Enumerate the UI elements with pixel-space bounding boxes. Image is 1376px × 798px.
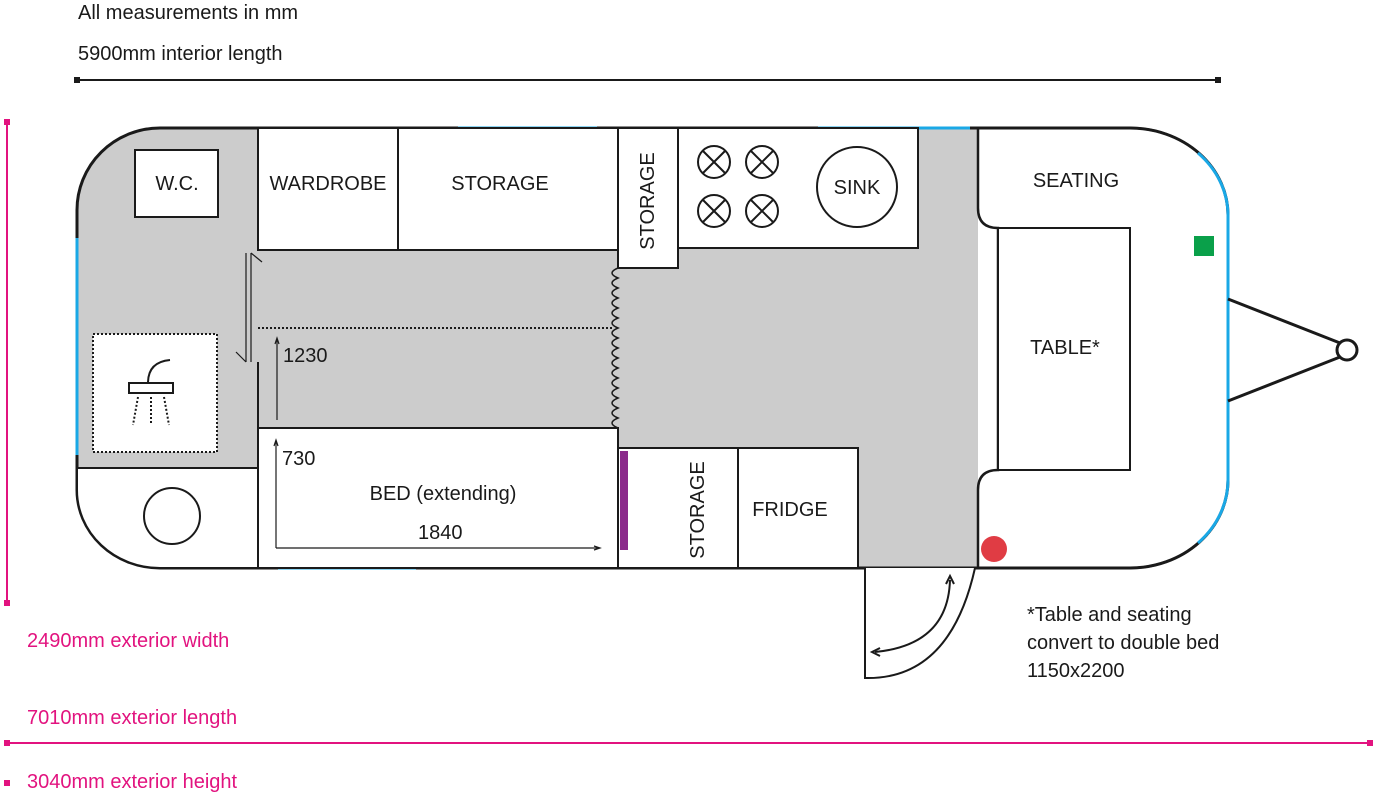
exterior-width-line	[4, 119, 10, 606]
storage-vertical-label: STORAGE	[637, 152, 659, 250]
shower-icon	[128, 359, 174, 426]
bed-width-label: 730	[282, 448, 316, 470]
footnote: *Table and seating convert to double bed…	[1027, 601, 1219, 685]
storage-top-label: STORAGE	[451, 173, 549, 195]
green-marker	[1194, 236, 1214, 256]
sink-bowl	[816, 146, 898, 228]
purple-marker	[620, 451, 628, 550]
fridge-label: FRIDGE	[752, 499, 828, 521]
interior-length-line	[74, 77, 1221, 83]
curtain	[611, 267, 620, 429]
exterior-width-label: 2490mm exterior width	[27, 630, 230, 652]
dimension-arrows	[273, 336, 602, 551]
wardrobe-label: WARDROBE	[269, 173, 387, 195]
sink-label: SINK	[833, 177, 881, 199]
wc-box	[134, 149, 219, 218]
wc-label: W.C.	[155, 173, 199, 195]
entry-door[interactable]	[864, 567, 976, 680]
burner-icon	[697, 145, 731, 179]
exterior-height-label: 3040mm exterior height	[27, 771, 238, 793]
burner-icon	[745, 194, 779, 228]
burner-icon	[697, 194, 731, 228]
storage-vertical-box	[617, 127, 679, 269]
fridge-box	[737, 447, 859, 569]
door-swing-arrow-icon	[874, 579, 951, 653]
red-marker	[981, 536, 1007, 562]
exterior-length-label: 7010mm exterior length	[27, 707, 238, 729]
corridor-width-label: 1230	[283, 345, 328, 367]
storage-bottom-box	[617, 447, 739, 569]
hob-burners	[697, 145, 779, 228]
bed-length-label: 1840	[418, 522, 463, 544]
footnote-line: *Table and seating	[1027, 604, 1192, 626]
footnote-line: convert to double bed	[1027, 632, 1220, 654]
exterior-height-marker	[4, 780, 10, 786]
table-label: TABLE*	[1030, 337, 1100, 359]
seating-label: SEATING	[1032, 170, 1120, 192]
exterior-length-line	[4, 740, 1373, 746]
table-box	[997, 227, 1131, 471]
footnote-line: 1150x2200	[1027, 660, 1125, 682]
wardrobe-box	[257, 127, 399, 251]
sliding-door-icon	[235, 252, 263, 363]
basin	[143, 487, 201, 545]
units-note: All measurements in mm	[78, 2, 299, 24]
interior-length-label: 5900mm interior length	[78, 43, 283, 65]
tow-hitch	[1227, 297, 1359, 403]
bed-label: BED (extending)	[369, 483, 517, 505]
burner-icon	[745, 145, 779, 179]
storage-bottom-label: STORAGE	[687, 461, 709, 559]
